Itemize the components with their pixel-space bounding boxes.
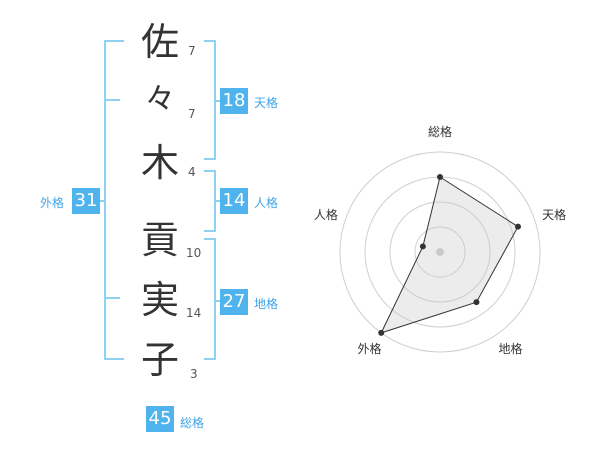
tenkaku-label: 天格 (254, 96, 279, 110)
radar-ring-1 (414, 226, 466, 278)
radar-axis-label-5: 人格 (314, 207, 338, 222)
radar-axis-label-1: 総格 (428, 124, 452, 139)
chikaku-value: 27 (220, 289, 248, 315)
radar-point-5 (419, 243, 426, 250)
stroke-count-4: 10 (186, 246, 202, 260)
soukaku-value: 45 (146, 406, 174, 432)
radar-axis-label-2: 天格 (542, 207, 566, 222)
radar-ring-2 (389, 201, 491, 303)
radar-point-1 (437, 174, 443, 180)
gaikaku-value: 31 (72, 188, 100, 214)
stroke-count-3: 4 (188, 165, 196, 179)
radar-axis-label-3: 地格 (499, 341, 523, 356)
radar-center-dot (436, 248, 444, 256)
name-char-5: 実 (140, 278, 179, 322)
jinkaku-value: 14 (220, 188, 248, 214)
radar-axis-label-4: 外格 (357, 341, 381, 356)
jinkaku-label: 人格 (254, 196, 279, 210)
gaikaku-bracket-tick-upper (104, 99, 120, 101)
gaikaku-bracket (104, 40, 124, 360)
name-char-3: 木 (140, 141, 179, 185)
radar-point-2 (514, 223, 521, 230)
soukaku-label: 総格 (180, 416, 205, 430)
chikaku-label: 地格 (254, 297, 279, 311)
radar-ring-4 (339, 151, 541, 353)
name-char-4: 貢 (140, 218, 179, 262)
gaikaku-label: 外格 (40, 196, 65, 210)
stroke-count-2: 7 (188, 107, 196, 121)
jinkaku-bracket-connector (214, 200, 222, 202)
stroke-count-1: 7 (188, 44, 196, 58)
stroke-count-5: 14 (186, 306, 202, 320)
radar-point-3 (473, 299, 480, 306)
chikaku-bracket-connector (214, 300, 222, 302)
radar-data-polygon (380, 176, 519, 334)
chikaku-bracket (204, 238, 216, 360)
name-char-6: 子 (140, 338, 179, 382)
gaikaku-bracket-tick-lower (104, 297, 120, 299)
tenkaku-bracket-connector (214, 100, 222, 102)
tenkaku-value: 18 (220, 88, 248, 114)
name-char-2: 々 (145, 82, 175, 117)
name-char-1: 佐 (140, 20, 179, 64)
stroke-count-6: 3 (190, 367, 198, 381)
gaikaku-bracket-connector (96, 200, 106, 202)
radar-point-4 (378, 329, 385, 336)
